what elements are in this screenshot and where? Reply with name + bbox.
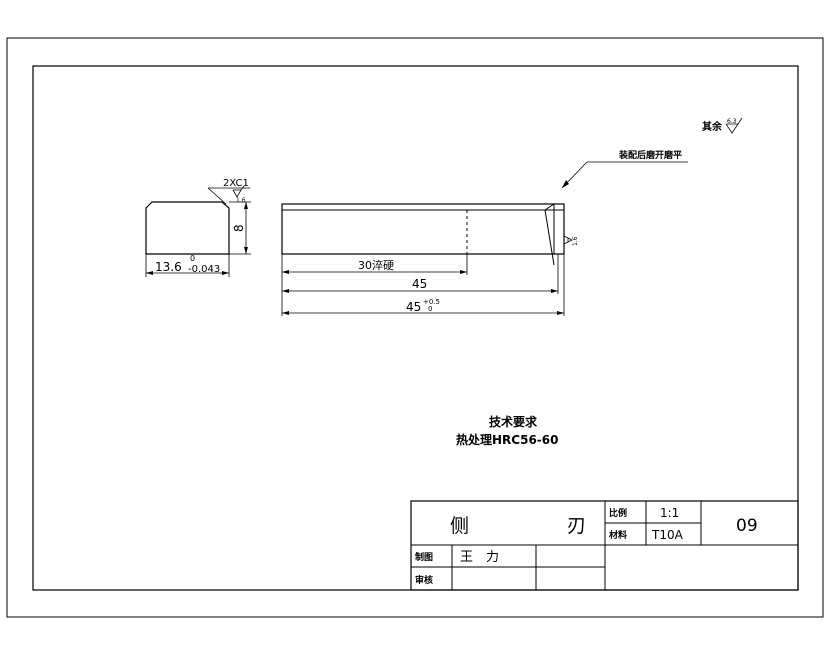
chamfer-roughness-icon (232, 185, 245, 198)
width-dim: 13.6 (155, 260, 182, 274)
main-view: 1.6 30淬硬 45 45 +0.5 0 (281, 203, 579, 316)
scale-label: 比例 (609, 507, 627, 519)
grind-note-text: 装配后磨开磨平 (618, 149, 682, 161)
material-label: 材料 (608, 529, 627, 541)
surface-rest-value: 6.3 (727, 118, 737, 125)
width-tol-lower: -0.043 (188, 264, 220, 275)
title-block: 侧 刃 比例 1:1 材料 T10A 09 制图 王 力 审核 (410, 500, 799, 591)
dim-45-tol-upper: +0.5 (423, 298, 440, 306)
inner-border (32, 65, 799, 591)
material-value: T10A (651, 528, 684, 542)
leader-arrow-icon (562, 180, 569, 188)
grind-note: 装配后磨开磨平 (561, 149, 688, 189)
end-roughness: 1.6 (572, 236, 579, 246)
surface-rest-note: 其余 6.3 (702, 117, 743, 134)
tech-requirements: 技术要求 热处理HRC56-60 (456, 414, 558, 447)
left-view: 2XC1 1.6 8 13.6 0 -0.043 (145, 178, 251, 277)
height-dim: 8 (232, 224, 246, 232)
surface-rest-label: 其余 (702, 120, 723, 133)
width-tol-upper: 0 (190, 254, 195, 263)
section-outline (145, 201, 230, 255)
dim-45-tol-lower: 0 (428, 305, 432, 313)
outer-border (6, 37, 824, 618)
dim-45-tol: 45 (406, 300, 421, 314)
scale-value: 1:1 (660, 506, 679, 520)
part-name-2: 刃 (567, 515, 586, 537)
dim-30: 30淬硬 (358, 258, 394, 272)
drawing-no: 09 (736, 516, 758, 536)
tech-heat: 热处理HRC56-60 (456, 432, 558, 447)
end-roughness-icon (563, 235, 573, 245)
chamfer-label: 2XC1 (223, 178, 249, 189)
drawn-name: 王 力 (460, 550, 499, 565)
bar-outline (281, 203, 565, 255)
checked-label: 审核 (415, 574, 433, 586)
roughness-symbol-icon (725, 117, 743, 134)
part-name-1: 侧 (450, 515, 469, 537)
tech-title: 技术要求 (489, 414, 538, 429)
dim-45: 45 (412, 277, 427, 291)
drawn-label: 制图 (415, 551, 433, 563)
chamfer-roughness: 1.6 (236, 197, 246, 204)
